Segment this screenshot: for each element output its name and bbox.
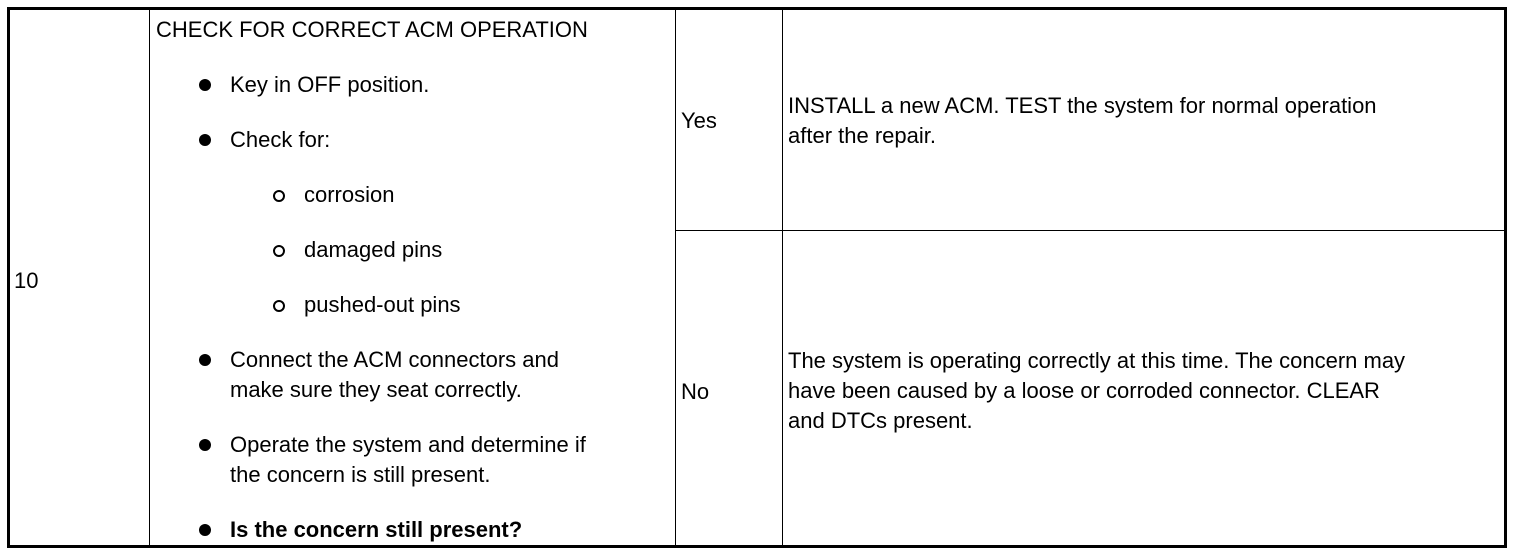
result-text-yes-line-1: INSTALL a new ACM. TEST the system for n… [788,93,1377,118]
diagnostic-step-table: 10 CHECK FOR CORRECT ACM OPERATION Key i… [7,7,1507,548]
list-item-text-line-1: Operate the system and determine if [230,432,586,457]
bullet-icon [199,524,211,536]
bullet-icon [199,354,211,366]
circle-bullet-icon [273,300,285,312]
result-label-no: No [681,379,710,404]
list-item-text-line-2: make sure they seat correctly. [230,377,522,402]
list-item-text: pushed-out pins [304,292,461,317]
column-divider [675,10,676,545]
result-text-no-line-1: The system is operating correctly at thi… [788,348,1406,373]
circle-bullet-icon [273,245,285,257]
result-text-no-line-3: and DTCs present. [788,408,973,433]
list-item-text: damaged pins [304,237,443,262]
circle-bullet-icon [273,190,285,202]
list-item-text: Check for: [230,127,331,152]
list-item-text: corrosion [304,182,395,207]
bullet-icon [199,79,211,91]
list-item-text-line-2: the concern is still present. [230,462,491,487]
step-number: 10 [14,268,39,293]
row-divider [675,230,1504,231]
result-text-no-line-2: have been caused by a loose or corroded … [788,378,1380,403]
step-title: CHECK FOR CORRECT ACM OPERATION [156,17,588,42]
bullet-icon [199,439,211,451]
column-divider [149,10,150,545]
list-item-text: Key in OFF position. [230,72,430,97]
list-item-text-line-1: Connect the ACM connectors and [230,347,559,372]
list-item-text: Is the concern still present? [230,517,523,542]
column-divider [782,10,783,545]
result-label-yes: Yes [681,108,717,133]
result-text-yes-line-2: after the repair. [788,123,936,148]
bullet-icon [199,134,211,146]
